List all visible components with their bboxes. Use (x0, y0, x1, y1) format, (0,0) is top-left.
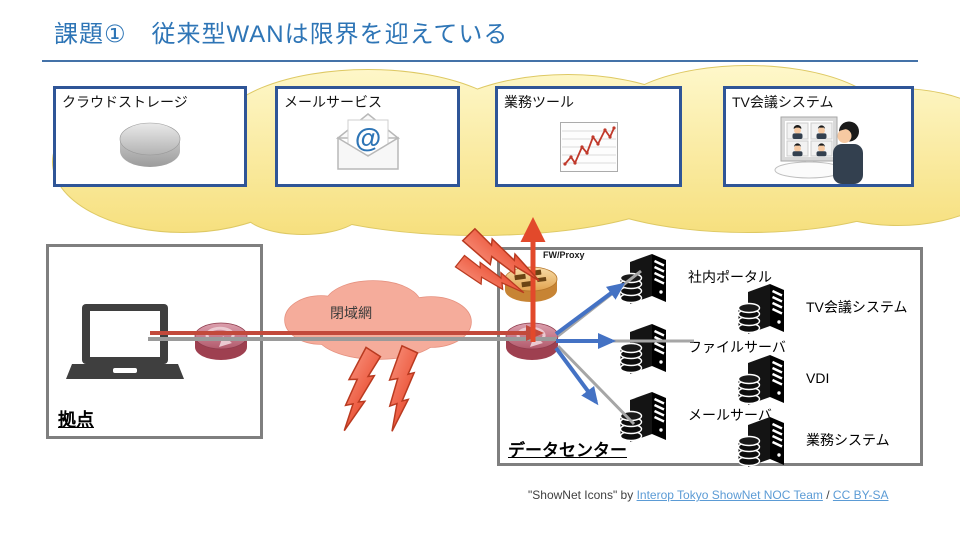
server-mail: メールサーバ (618, 388, 772, 442)
firewall-proxy-icon (504, 266, 558, 302)
storage-cylinder-icon (119, 122, 181, 167)
credit-link-ccbysa[interactable]: CC BY-SA (832, 488, 889, 502)
branch-site-label: 拠点 (58, 410, 94, 430)
server-label: ファイルサーバ (688, 339, 786, 355)
server-label: 業務システム (806, 432, 890, 448)
service-box-mail: メールサービス @ (275, 86, 460, 187)
server-internal-portal: 社内ポータル (618, 250, 772, 304)
datacenter-label: データセンター (508, 441, 627, 460)
server-business-system: 業務システム (736, 413, 890, 467)
service-box-cloud-storage: クラウドストレージ (53, 86, 247, 187)
credit-prefix: "ShowNet Icons" by (528, 488, 637, 502)
server-icon (736, 413, 794, 467)
at-glyph: @ (354, 123, 380, 153)
server-icon (618, 388, 676, 442)
viewer-person (832, 121, 863, 184)
server-file: ファイルサーバ (618, 320, 786, 374)
server-icon (618, 250, 676, 304)
datacenter-box (497, 247, 923, 466)
service-label-business-tools: 業務ツール (504, 94, 574, 110)
server-label: TV会議システム (806, 299, 908, 315)
service-label-mail: メールサービス (284, 94, 382, 110)
credit-link-interop[interactable]: Interop Tokyo ShowNet NOC Team (636, 488, 823, 502)
service-label-cloud-storage: クラウドストレージ (62, 94, 188, 110)
branch-site-box (46, 244, 263, 439)
wan-cloud-label: 閉域網 (330, 305, 372, 321)
email-at-icon: @ (335, 113, 400, 170)
server-label: 社内ポータル (688, 269, 772, 285)
video-conference-icon (774, 116, 863, 184)
credit-separator: / (822, 488, 833, 502)
fw-proxy-label: FW/Proxy (543, 250, 585, 260)
service-box-business-tools: 業務ツール (495, 86, 682, 187)
branch-router-icon (194, 318, 248, 364)
title-divider (42, 60, 918, 62)
datacenter-router-icon (505, 318, 559, 364)
line-chart-icon (559, 122, 618, 172)
server-tv-conference: TV会議システム (736, 280, 907, 334)
service-label-tv-conference: TV会議システム (732, 94, 834, 110)
server-label: VDI (806, 370, 830, 386)
server-label: メールサーバ (688, 407, 772, 423)
credit-line: "ShowNet Icons" by Interop Tokyo ShowNet… (528, 488, 888, 502)
server-icon (618, 320, 676, 374)
service-box-tv-conference: TV会議システム (723, 86, 914, 187)
slide-title: 課題① 従来型WANは限界を迎えている (54, 21, 509, 48)
wan-cloud (284, 280, 472, 360)
laptop-icon (66, 304, 184, 379)
server-vdi: VDI (736, 351, 829, 405)
participant-faces (792, 125, 826, 157)
